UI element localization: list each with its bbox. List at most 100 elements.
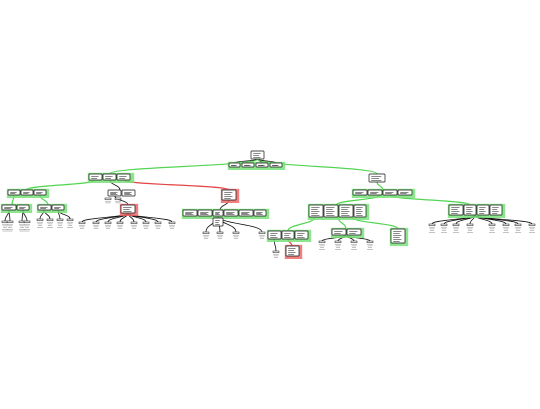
leaf-node[interactable] [232,231,240,239]
leaf-node[interactable] [130,221,138,229]
node-box[interactable] [197,209,213,217]
leaf-node[interactable] [116,221,124,229]
tree-node[interactable] [37,204,52,211]
leaf-node[interactable] [104,221,112,229]
tree-node[interactable] [107,189,122,197]
tree-node[interactable] [352,189,368,196]
leaf-node[interactable] [46,218,54,228]
leaf-node[interactable] [154,221,162,229]
leaf-node[interactable] [168,221,176,229]
node-box[interactable] [368,173,386,183]
tree-node[interactable] [221,189,237,201]
leaf-node[interactable] [366,240,374,250]
leaf-node[interactable] [452,223,460,233]
leaf-node[interactable] [6,220,14,232]
node-box[interactable] [212,217,224,227]
node-box[interactable] [250,150,265,160]
leaf-node[interactable] [56,218,64,228]
leaf-node[interactable] [428,223,436,233]
node-box[interactable] [323,204,339,218]
tree-node[interactable] [463,204,477,216]
node-box[interactable] [331,228,347,236]
leaf-node[interactable] [334,240,342,250]
tree-node[interactable] [308,204,324,218]
tree-node[interactable] [212,217,224,227]
node-box[interactable] [390,228,406,244]
node-box[interactable] [182,209,198,217]
node-box[interactable] [253,209,267,217]
tree-node[interactable] [238,209,254,217]
tree-node[interactable] [346,228,362,236]
node-box[interactable] [353,204,367,218]
leaf-node[interactable] [114,197,122,204]
tree-node[interactable] [281,230,295,240]
node-box[interactable] [308,204,324,218]
node-box[interactable] [223,209,239,217]
tree-node[interactable] [116,173,131,181]
leaf-node[interactable] [502,223,510,233]
node-box[interactable] [346,228,362,236]
tree-node[interactable] [7,189,21,196]
tree-node[interactable] [33,189,47,196]
node-box[interactable] [228,162,241,168]
tree-node[interactable] [489,204,503,216]
node-box[interactable] [107,189,122,197]
tree-node[interactable] [353,204,367,218]
node-box[interactable] [267,230,282,240]
tree-node[interactable] [120,204,136,214]
tree-node[interactable] [253,209,267,217]
tree-node[interactable] [182,209,198,217]
tree-node[interactable] [368,173,386,183]
node-box[interactable] [102,173,117,181]
tree-node[interactable] [102,173,117,181]
leaf-node[interactable] [488,223,496,233]
tree-node[interactable] [331,228,347,236]
tree-node[interactable] [121,189,136,197]
leaf-node[interactable] [258,231,266,239]
tree-node[interactable] [241,162,255,168]
leaf-node[interactable] [36,218,44,228]
node-box[interactable] [281,230,295,240]
node-box[interactable] [255,162,269,168]
leaf-node[interactable] [514,223,522,233]
tree-node[interactable] [255,162,269,168]
leaf-node[interactable] [104,197,112,204]
leaf-node[interactable] [142,221,150,229]
tree-node[interactable] [397,189,413,196]
tree-node[interactable] [382,189,398,196]
tree-node[interactable] [338,204,354,218]
tree-node[interactable] [212,209,224,217]
tree-node[interactable] [390,228,406,244]
leaf-node[interactable] [66,218,74,228]
leaf-node[interactable] [440,223,448,233]
leaf-node[interactable] [466,223,474,233]
tree-node[interactable] [448,204,464,216]
leaf-node[interactable] [216,231,224,239]
node-box[interactable] [116,173,131,181]
node-box[interactable] [338,204,354,218]
tree-node[interactable] [223,209,239,217]
node-box[interactable] [241,162,255,168]
node-box[interactable] [88,173,103,181]
tree-node[interactable] [197,209,213,217]
tree-node[interactable] [1,204,17,211]
tree-node[interactable] [20,189,34,196]
leaf-node[interactable] [202,231,210,239]
tree-node[interactable] [367,189,383,196]
tree-node[interactable] [285,245,300,257]
leaf-node[interactable] [23,220,31,232]
tree-node[interactable] [250,150,265,160]
tree-node[interactable] [323,204,339,218]
tree-node[interactable] [51,204,65,211]
leaf-node[interactable] [78,221,86,229]
node-box[interactable] [238,209,254,217]
node-box[interactable] [294,230,309,240]
leaf-node[interactable] [528,223,536,233]
tree-node[interactable] [267,230,282,240]
tree-node[interactable] [228,162,241,168]
node-box[interactable] [120,204,136,214]
tree-node[interactable] [294,230,309,240]
leaf-node[interactable] [350,240,358,250]
tree-node[interactable] [476,204,490,216]
leaf-node[interactable] [92,221,100,229]
